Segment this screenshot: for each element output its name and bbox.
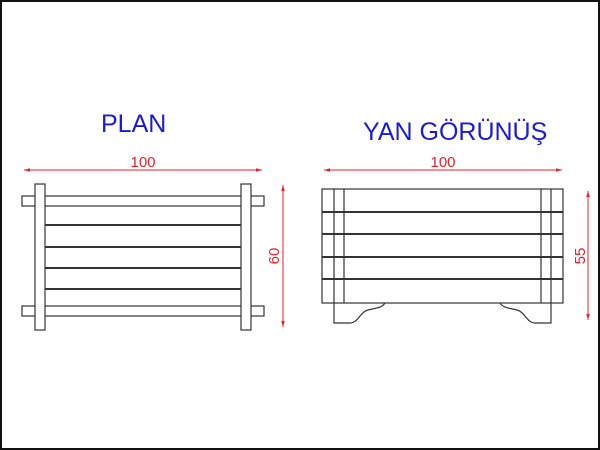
plan-right-post <box>240 183 252 331</box>
side-dimensions <box>324 168 590 320</box>
side-height-label: 55 <box>572 248 589 265</box>
plan-view <box>21 183 265 331</box>
plan-bottom-rail <box>21 305 265 317</box>
plan-top-rail <box>21 195 265 207</box>
side-box-outline <box>321 188 564 304</box>
side-post-lines <box>333 189 552 303</box>
side-width-label: 100 <box>430 154 455 171</box>
side-slat-lines <box>322 211 563 280</box>
side-view <box>321 188 564 324</box>
side-left-foot <box>333 302 386 324</box>
plan-left-post <box>34 183 46 331</box>
plan-depth-label: 60 <box>266 248 283 265</box>
side-right-foot <box>499 302 552 324</box>
plan-dimensions <box>24 168 285 327</box>
plan-slat-lines <box>45 224 241 290</box>
plan-title: PLAN <box>101 110 167 138</box>
plan-width-label: 100 <box>130 154 155 171</box>
side-view-title: YAN GÖRÜNÜŞ <box>363 118 548 146</box>
